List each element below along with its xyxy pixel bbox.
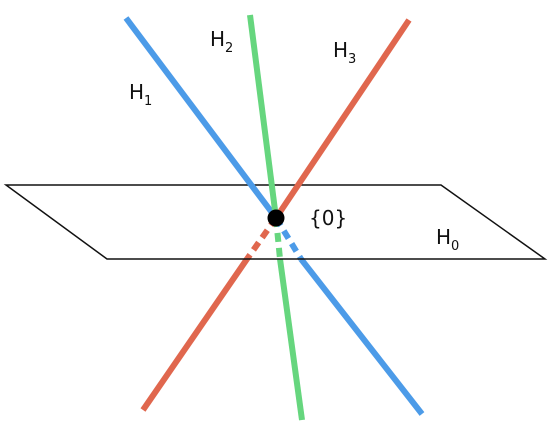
line-h3-upper [273, 18, 412, 220]
origin-point [267, 209, 285, 227]
label-h0: H0 [436, 225, 459, 254]
label-h3: H3 [333, 38, 356, 67]
line-h2-upper [247, 14, 279, 219]
label-h1: H1 [129, 80, 152, 109]
label-origin: {0} [309, 206, 347, 230]
label-h2: H2 [210, 27, 233, 56]
line-h3-lower [140, 257, 250, 412]
line-h1-upper [123, 16, 279, 220]
line-h1-lower [298, 257, 425, 416]
line-h2-lower [277, 258, 305, 421]
